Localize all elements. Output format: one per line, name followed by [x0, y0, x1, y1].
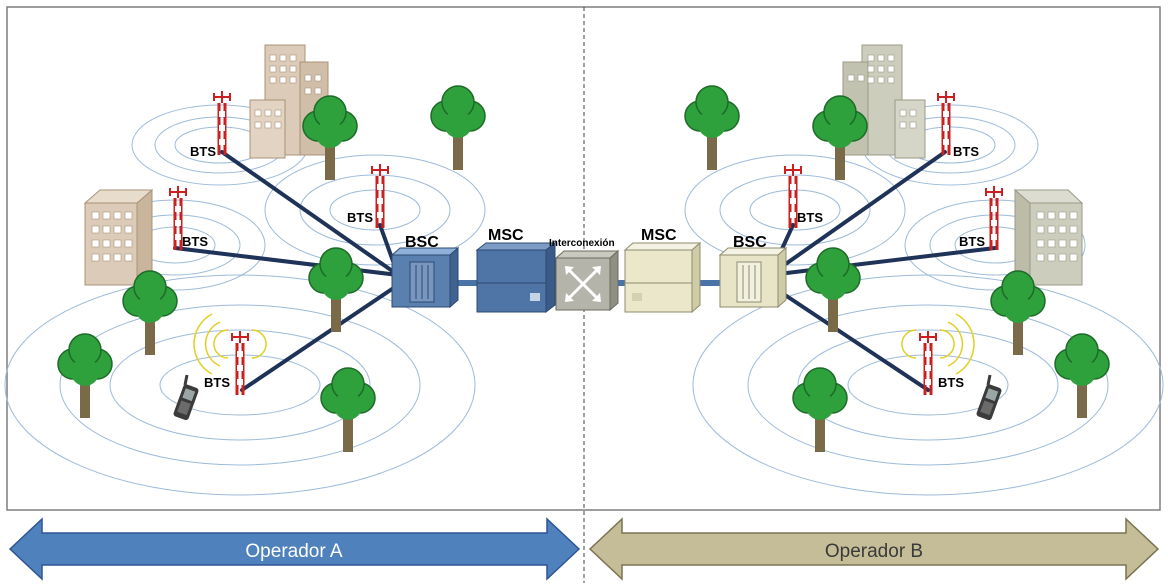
- bts-label: BTS: [959, 234, 985, 249]
- bts-label: BTS: [347, 210, 373, 225]
- bts-label: BTS: [190, 144, 216, 159]
- operator-b-label: Operador B: [825, 541, 923, 562]
- operator-a-label: Operador A: [245, 541, 342, 562]
- interconnection-router-icon: [554, 249, 620, 312]
- operator-a-arrow: Operador A: [8, 517, 581, 581]
- bsc-cabinet-icon: [390, 246, 460, 309]
- bts-label: BTS: [953, 144, 979, 159]
- building-icon: [1013, 188, 1084, 287]
- bts-label: BTS: [204, 375, 230, 390]
- building-icon: [83, 188, 154, 287]
- bsc-label: BSC: [405, 234, 439, 251]
- building-icon: [842, 44, 926, 159]
- signal-waves-icon: [193, 313, 975, 375]
- bsc-label: BSC: [733, 234, 767, 251]
- msc-label: MSC: [488, 227, 524, 244]
- operator-b-arrow: Operador B: [588, 517, 1160, 581]
- bts-label: BTS: [182, 234, 208, 249]
- msc-switch-icon: [475, 241, 557, 314]
- bsc-cabinet-icon: [718, 246, 788, 309]
- bts-label: BTS: [797, 210, 823, 225]
- msc-label: MSC: [641, 227, 677, 244]
- bts-label: BTS: [938, 375, 964, 390]
- msc-switch-icon: [623, 241, 702, 314]
- interconnect-label: Interconexión: [549, 238, 615, 249]
